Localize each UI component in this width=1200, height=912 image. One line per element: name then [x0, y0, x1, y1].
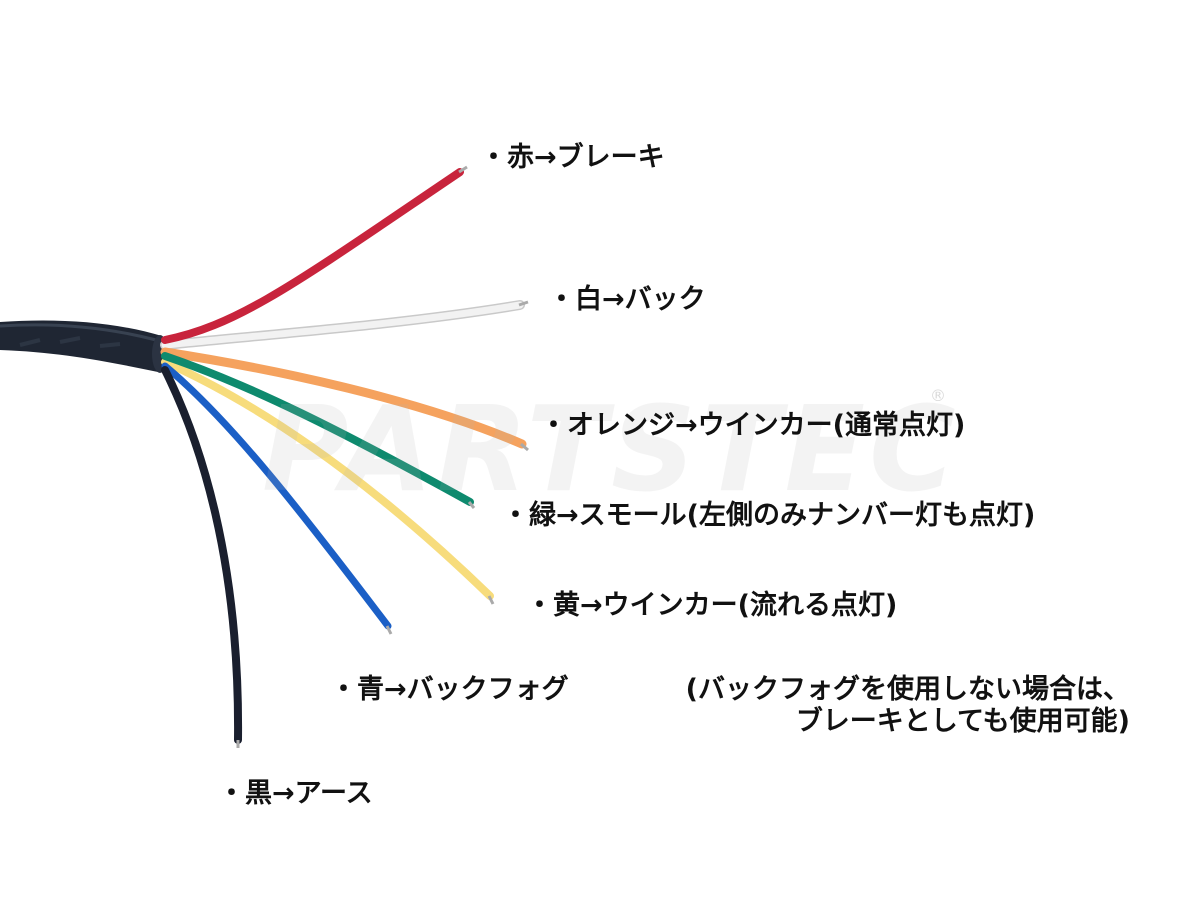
- orange-wire: [160, 347, 529, 452]
- blue-note: (バックフォグを使用しない場合は、 ブレーキとしても使用可能): [686, 674, 1130, 739]
- registered-mark: ®: [930, 386, 946, 405]
- white-wire: [160, 300, 529, 350]
- label-red: ・赤→ブレーキ: [480, 142, 665, 173]
- green-wire: [161, 352, 476, 509]
- blue-wire: [161, 362, 393, 635]
- label-green: ・緑→スモール(左側のみナンバー灯も点灯): [502, 500, 1036, 531]
- watermark-logo: PARTSTEC: [262, 380, 960, 518]
- label-blue: ・青→バックフォグ: [330, 674, 569, 705]
- cable-jacket: [0, 320, 168, 373]
- red-wire: [161, 165, 468, 344]
- label-black: ・黒→アース: [218, 778, 373, 809]
- blue-note-line-1: (バックフォグを使用しない場合は、: [685, 674, 1130, 705]
- yellow-wire: [161, 358, 495, 605]
- label-white: ・白→バック: [548, 284, 706, 315]
- blue-note-line-2: ブレーキとしても使用可能): [795, 706, 1130, 738]
- label-yellow: ・黄→ウインカー(流れる点灯): [526, 590, 898, 621]
- black-wire: [161, 366, 243, 748]
- label-orange: ・オレンジ→ウインカー(通常点灯): [540, 410, 966, 441]
